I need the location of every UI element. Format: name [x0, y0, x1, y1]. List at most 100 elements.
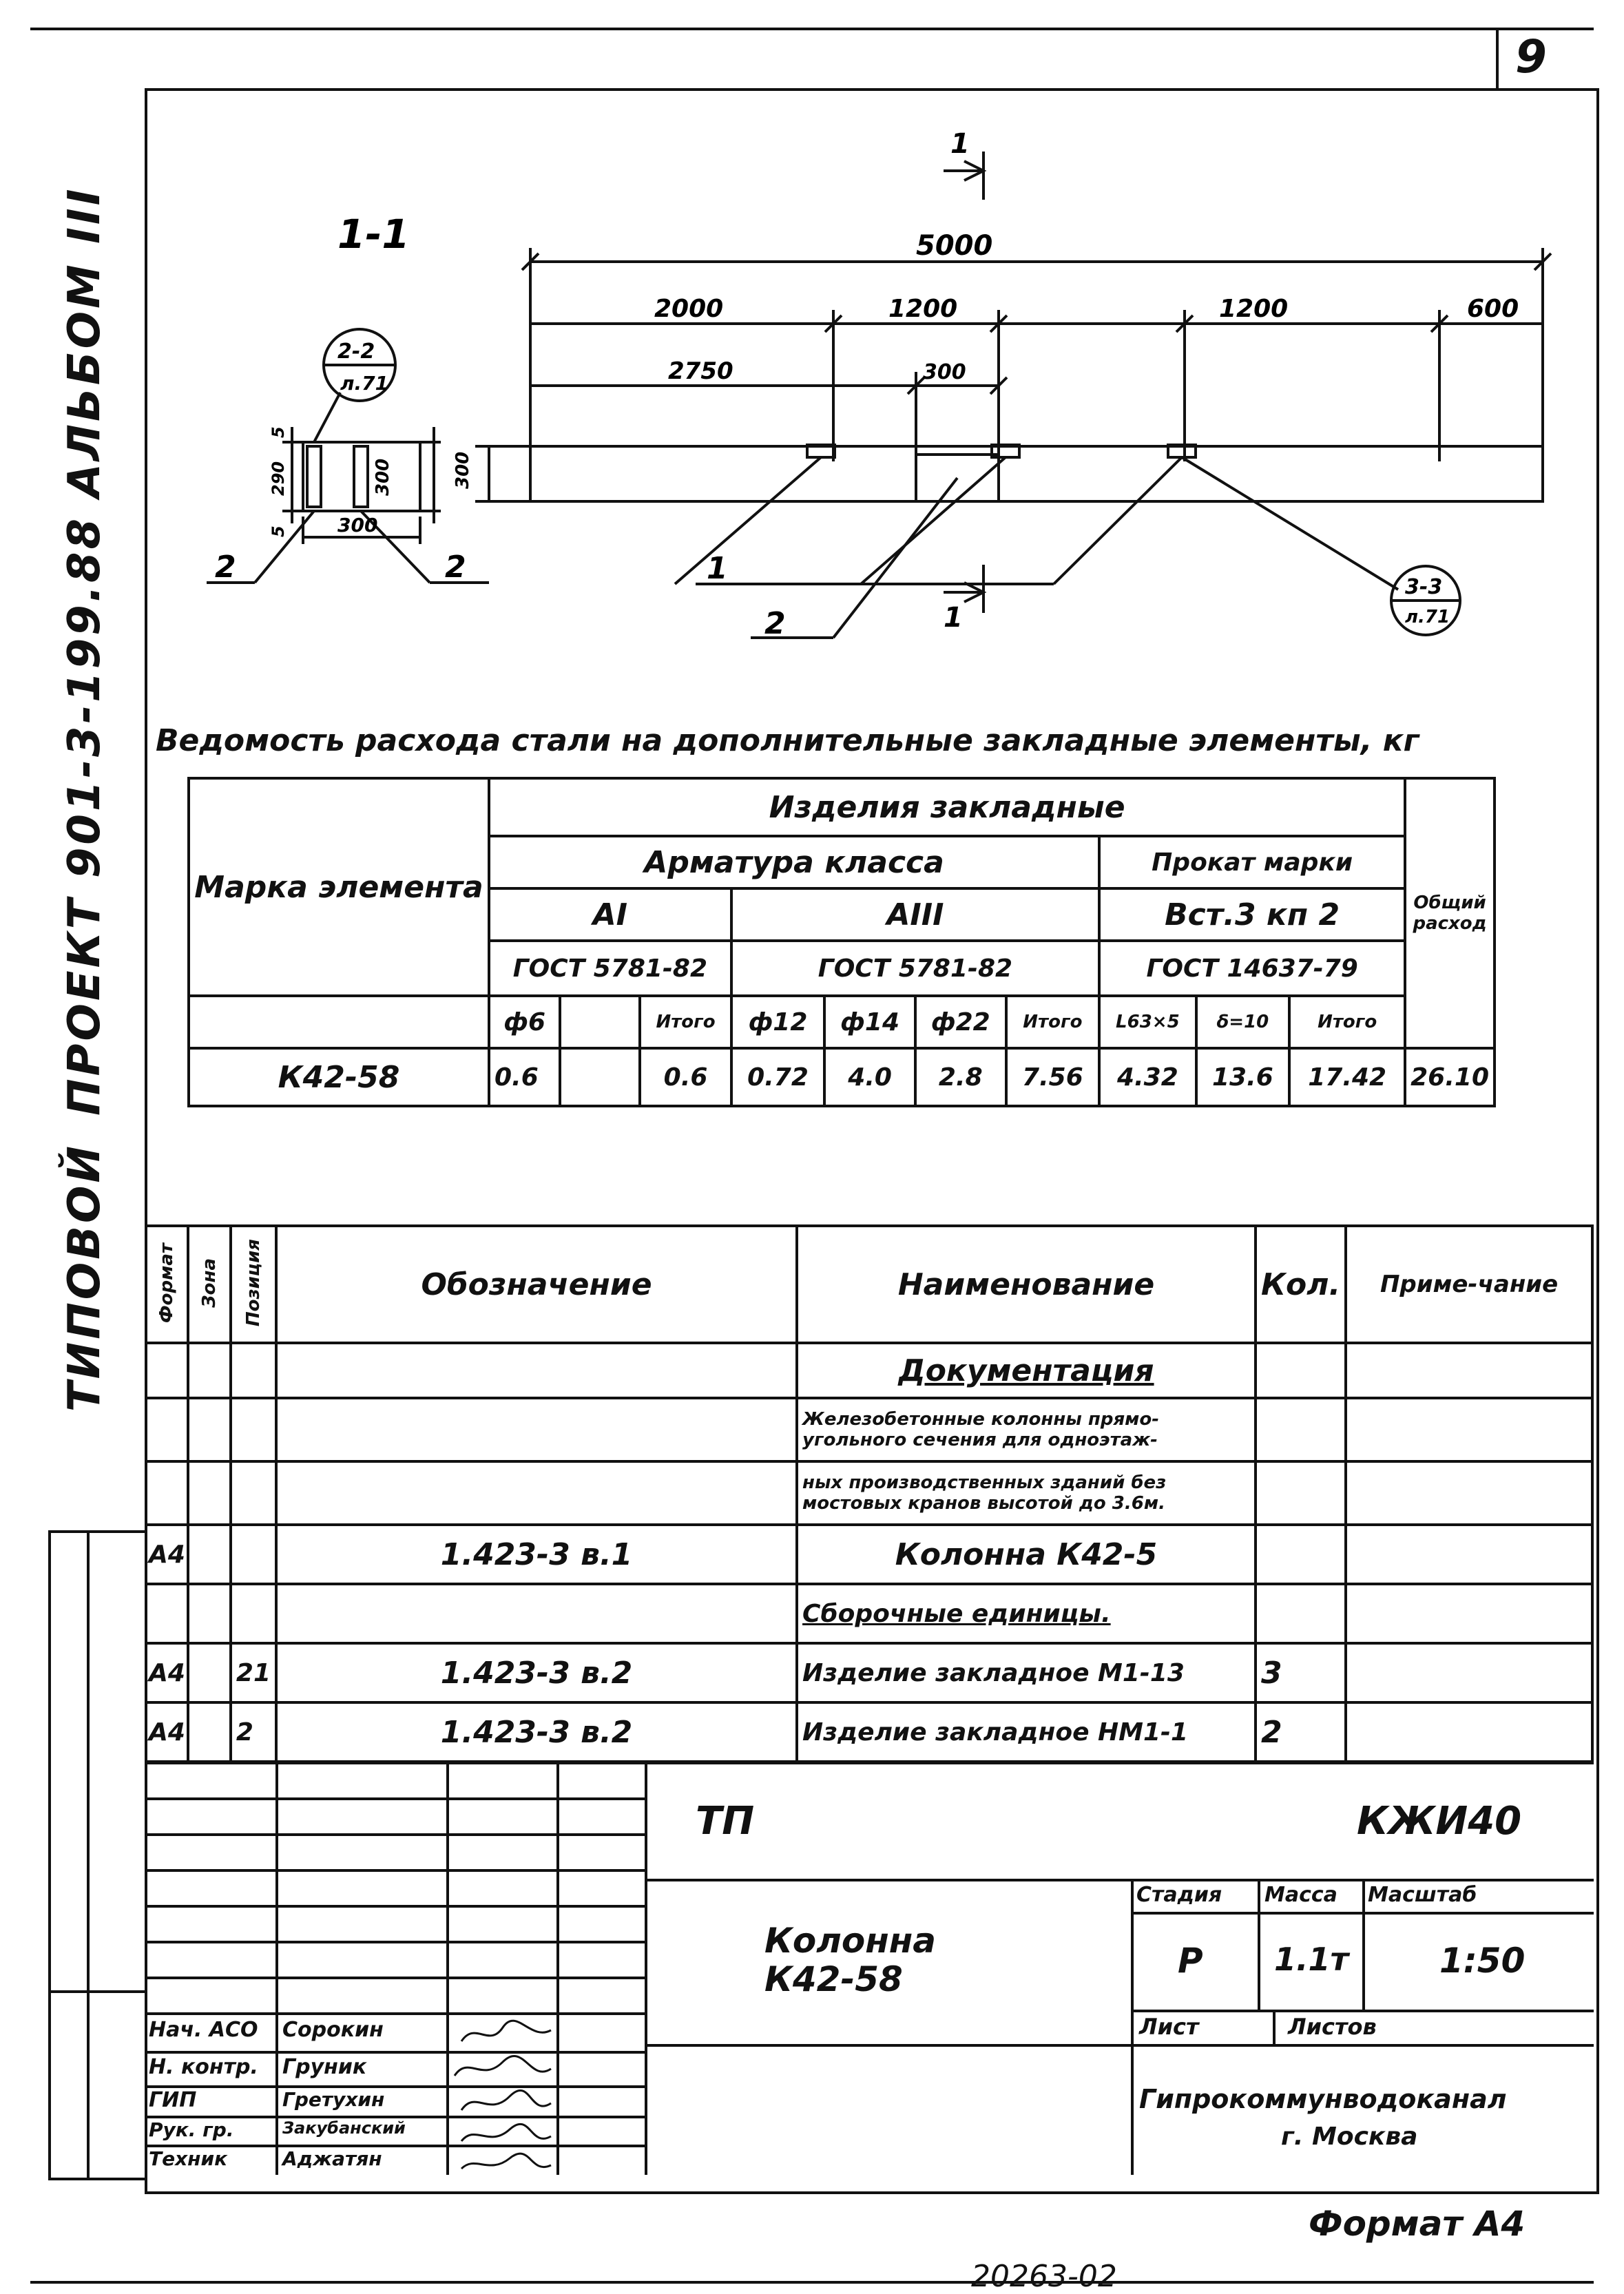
- spec-header-format: Формат: [145, 1224, 189, 1344]
- person-name: Закубанский: [282, 2118, 406, 2138]
- section-mark-bottom: 1: [944, 602, 963, 634]
- stage-value: Р: [1178, 1941, 1203, 1981]
- spec-designation: 1.423-3 в.2: [275, 1701, 799, 1763]
- person-role: Н. контр.: [149, 2055, 258, 2079]
- sub-header: δ=10: [1194, 994, 1291, 1050]
- row-value: 0.72: [729, 1047, 826, 1107]
- rebar-class-header: Арматура класса: [487, 835, 1101, 890]
- table-row: К42-58 0.6 0.6 0.72 4.0 2.8 7.56 4.32 13…: [187, 1047, 1496, 1107]
- person-name: Аджатян: [282, 2147, 382, 2170]
- sub-header: ф14: [823, 994, 917, 1050]
- person-name: Сорокин: [282, 2018, 384, 2042]
- row-value: 0.6: [487, 1047, 562, 1107]
- spec-qty: [1254, 1523, 1348, 1585]
- person-name: Груник: [282, 2055, 367, 2079]
- table-row: Документация: [145, 1342, 1594, 1399]
- sub-header: ф6: [487, 994, 562, 1050]
- title-block-grid: [145, 1763, 1594, 2175]
- spec-qty: 2: [1254, 1701, 1348, 1763]
- drawing-frame: [145, 88, 1599, 2194]
- mark-empty: [187, 994, 490, 1050]
- sheets-header: Листов: [1288, 2014, 1377, 2040]
- spec-designation: 1.423-3 в.1: [275, 1523, 799, 1585]
- ref-3-3-bottom: л.71: [1405, 607, 1450, 627]
- stage-header: Стадия: [1136, 1883, 1222, 1907]
- sub-header: ф22: [913, 994, 1008, 1050]
- spec-qty: 3: [1254, 1642, 1348, 1704]
- sheet-number: 9: [1515, 30, 1547, 83]
- mass-header: Масса: [1264, 1883, 1337, 1907]
- spec-header-pos: Позиция: [229, 1224, 278, 1344]
- org-city: г. Москва: [1281, 2123, 1418, 2151]
- title-block: ТП КЖИ40 Колонна К42-58 Стадия Масса Мас…: [145, 1763, 1594, 2175]
- gost3-header: ГОСТ 14637-79: [1098, 939, 1407, 997]
- spec-pos: 2: [229, 1701, 278, 1763]
- object-name: Колонна К42-58: [764, 1921, 937, 1999]
- sub-header: [559, 994, 642, 1050]
- binding-strip: [48, 1530, 147, 2180]
- row-value: [559, 1047, 642, 1107]
- callout-2: 2: [764, 606, 786, 641]
- org-name: Гипрокоммунводоканал: [1139, 2084, 1507, 2114]
- ref-3-3-top: 3-3: [1405, 575, 1442, 599]
- row-value: 4.0: [823, 1047, 917, 1107]
- ai-header: AI: [488, 887, 733, 942]
- binding-strip-divider: [87, 1530, 90, 2178]
- spec-format: А4: [145, 1523, 189, 1585]
- section-title: 1-1: [337, 211, 410, 258]
- gost1-header: ГОСТ 5781-82: [488, 939, 733, 997]
- dim-5-a: 5: [269, 426, 288, 438]
- spec-name: Колонна К42-5: [795, 1523, 1258, 1585]
- sub-header: ф12: [729, 994, 826, 1050]
- table-row: ных производственных зданий без мостовых…: [145, 1460, 1594, 1526]
- scale-value: 1:50: [1439, 1941, 1526, 1981]
- row-total: 26.10: [1404, 1047, 1496, 1107]
- section-drawing: 1-1 1 1 2-2 л.71 3-3 л.71 5000 2000 1200…: [207, 128, 1552, 641]
- dim-5-b: 5: [269, 525, 288, 537]
- signatures: [453, 2019, 552, 2170]
- person-role: ГИП: [149, 2088, 197, 2112]
- spec-format: А4: [145, 1642, 189, 1704]
- ref-2-2-top: 2-2: [337, 340, 375, 364]
- scale-header: Масштаб: [1368, 1883, 1477, 1907]
- spec-name: Документация: [795, 1342, 1258, 1399]
- person-role: Нач. АСО: [149, 2018, 258, 2042]
- spec-header-designation: Обозначение: [275, 1224, 799, 1344]
- spec-pos: [229, 1523, 278, 1585]
- top-border-line: [30, 28, 1594, 30]
- sub-header: Итого: [638, 994, 733, 1050]
- spec-name: Изделие закладное М1-13: [795, 1642, 1258, 1704]
- row-mark: К42-58: [187, 1047, 490, 1107]
- col-mark-header: Марка элемента: [187, 777, 490, 997]
- dim-2000: 2000: [654, 295, 723, 323]
- spec-header-qty: Кол.: [1254, 1224, 1348, 1344]
- row-value: 13.6: [1194, 1047, 1291, 1107]
- dim-1200-b: 1200: [1219, 295, 1288, 323]
- format-label: Формат А4: [1309, 2204, 1526, 2244]
- table-row: Сборочные единицы.: [145, 1583, 1594, 1645]
- dim-290: 290: [269, 461, 288, 496]
- spec-table: Формат Зона Позиция Обозначение Наименов…: [145, 1224, 1594, 1763]
- row-value: 4.32: [1098, 1047, 1198, 1107]
- spec-name: ных производственных зданий без мостовых…: [795, 1460, 1258, 1526]
- spec-header-zone: Зона: [186, 1224, 232, 1344]
- vst-header: Вст.3 кп 2: [1098, 887, 1407, 942]
- table-row: А4 2 1.423-3 в.2 Изделие закладное НМ1-1…: [145, 1701, 1594, 1763]
- dim-300-top: 300: [923, 360, 966, 384]
- section-mark-top: 1: [950, 128, 970, 160]
- callout-2-left: 2: [215, 550, 236, 585]
- dim-600: 600: [1467, 295, 1519, 323]
- dim-300-section-height: 300: [373, 459, 393, 496]
- row-value: 7.56: [1004, 1047, 1101, 1107]
- code-left: ТП: [696, 1799, 755, 1844]
- total-header: Общий расход: [1404, 777, 1496, 1050]
- sheet-number-box: [1496, 28, 1499, 90]
- mass-value: 1.1т: [1274, 1941, 1349, 1978]
- bottom-border-line: [30, 2281, 1594, 2284]
- row-value: 17.42: [1288, 1047, 1407, 1107]
- spec-designation: 1.423-3 в.2: [275, 1642, 799, 1704]
- bottom-number: 20263-02: [971, 2259, 1117, 2294]
- dim-5000: 5000: [916, 230, 992, 262]
- ref-2-2-bottom: л.71: [340, 372, 388, 395]
- callout-2-right: 2: [445, 550, 466, 585]
